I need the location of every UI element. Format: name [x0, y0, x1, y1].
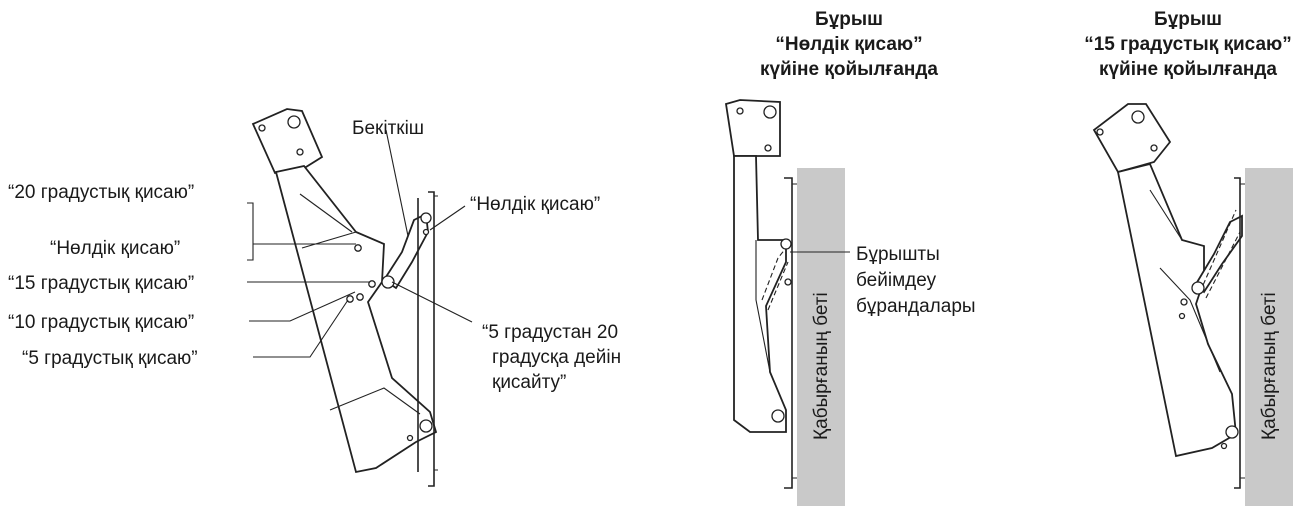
tilt-20-label: “20 градустық қисаю”	[8, 182, 194, 203]
left-leader-lines	[247, 129, 473, 358]
right-diagram: Бұрыш “15 градустық қисаю” күйіне қойылғ…	[1084, 9, 1293, 506]
range-label-line1: “5 градустан 20	[482, 322, 618, 343]
range-label-line2: градусқа дейін	[492, 347, 621, 368]
tilt-0-label: “Нөлдік қисаю”	[50, 238, 180, 259]
screws-label-line3: бұрандалары	[856, 296, 976, 317]
middle-diagram: Бұрыш “Нөлдік қисаю” күйіне қойылғанда Қ…	[724, 9, 976, 506]
middle-screw-top	[780, 238, 792, 250]
left-arm	[274, 165, 438, 474]
zero-tilt-top-label: “Нөлдік қисаю”	[470, 194, 600, 215]
left-top-plate	[251, 108, 324, 175]
right-screw	[1191, 281, 1205, 295]
middle-wall-rail	[784, 177, 793, 489]
screws-label-line1: Бұрышты	[856, 244, 940, 265]
range-label-line3: қисайту”	[492, 372, 566, 393]
tilt-5-label: “5 градустық қисаю”	[22, 348, 198, 369]
right-heading-line2: “15 градустық қисаю”	[1084, 34, 1292, 55]
right-heading-line1: Бұрыш	[1154, 9, 1222, 30]
middle-arm	[733, 155, 787, 433]
right-latch	[1194, 214, 1243, 294]
middle-wall	[797, 168, 845, 506]
middle-heading-line2: “Нөлдік қисаю”	[775, 34, 922, 55]
left-wall-rail	[428, 191, 435, 487]
hole-10-degree	[356, 293, 364, 301]
tilt-15-label: “15 градустық қисаю”	[8, 273, 194, 294]
latch-label: Бекіткіш	[352, 118, 424, 139]
right-heading-line3: күйіне қойылғанда	[1099, 59, 1277, 80]
left-bracket-diagram	[251, 108, 438, 487]
screws-label-line2: бейімдеу	[856, 270, 937, 291]
right-wall	[1245, 168, 1293, 506]
tilt-10-label: “10 градустық қисаю”	[8, 312, 194, 333]
hole-15-degree	[368, 280, 376, 288]
hole-5-degree	[346, 295, 354, 303]
middle-heading-line3: күйіне қойылғанда	[760, 59, 938, 80]
right-wall-rail	[1234, 177, 1241, 489]
hole-20-degree	[354, 244, 362, 252]
middle-wall-label: Қабырғаның беті	[811, 292, 832, 440]
right-arm	[1116, 162, 1237, 458]
middle-heading-line1: Бұрыш	[815, 9, 883, 30]
right-wall-label: Қабырғаның беті	[1259, 292, 1280, 440]
